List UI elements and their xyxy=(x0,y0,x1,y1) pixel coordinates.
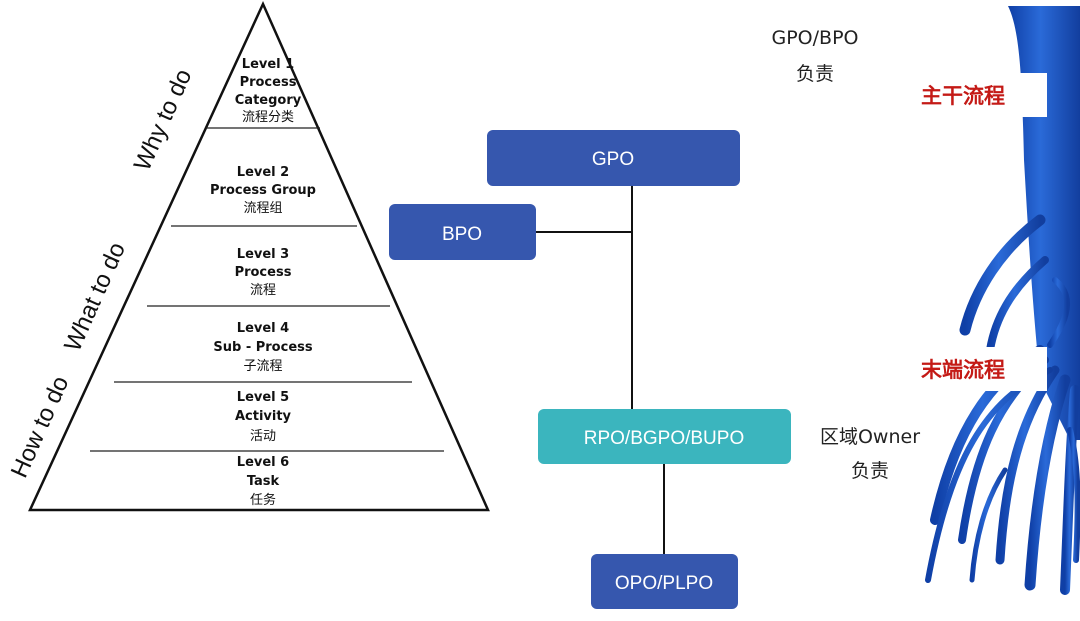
pyramid-level-3: Level 3 Process 流程 xyxy=(235,247,292,298)
pyramid-level-4: Level 4 Sub - Process 子流程 xyxy=(213,321,313,374)
gpo-bpo-note: GPO/BPO xyxy=(772,27,859,49)
level-5-name: Activity xyxy=(235,409,292,424)
process-tree-graphic: 主干流程 末端流程 xyxy=(904,6,1080,595)
pyramid-level-1: Level 1 Process Category 流程分类 xyxy=(235,57,302,125)
process-owner-chart: GPO BPO RPO/BGPO/BUPO OPO/PLPO GPO/BPO 负… xyxy=(389,27,920,609)
pyramid-outline xyxy=(28,0,490,512)
level-6-name: Task xyxy=(247,474,280,489)
level-1-title: Level 1 xyxy=(242,57,294,72)
rpo-label: RPO/BGPO/BUPO xyxy=(584,428,744,449)
level-2-title: Level 2 xyxy=(237,165,289,180)
end-label-box: 末端流程 xyxy=(904,347,1047,391)
level-4-name: Sub - Process xyxy=(213,340,313,355)
opo-box: OPO/PLPO xyxy=(591,554,738,609)
bpo-label: BPO xyxy=(442,224,482,245)
end-process-label: 末端流程 xyxy=(921,358,1005,382)
level-6-title: Level 6 xyxy=(237,455,289,470)
level-3-name: Process xyxy=(235,265,292,280)
level-3-title: Level 3 xyxy=(237,247,289,262)
trunk-process-label: 主干流程 xyxy=(921,84,1005,108)
regional-owner-note: 区域Owner xyxy=(820,426,920,448)
bpo-box: BPO xyxy=(389,204,536,260)
level-1-name: Process xyxy=(240,75,297,90)
level-4-title: Level 4 xyxy=(237,321,289,336)
why-to-do-label: Why to do xyxy=(129,65,198,175)
pyramid-level-2: Level 2 Process Group 流程组 xyxy=(210,165,316,216)
level-5-title: Level 5 xyxy=(237,390,289,405)
level-6-cn: 任务 xyxy=(250,492,276,508)
level-2-name: Process Group xyxy=(210,183,316,198)
regional-owner-responsible: 负责 xyxy=(851,460,889,482)
level-2-cn: 流程组 xyxy=(243,201,282,216)
level-4-cn: 子流程 xyxy=(243,359,282,374)
gpo-bpo-responsible: 负责 xyxy=(796,63,834,85)
rpo-box: RPO/BGPO/BUPO xyxy=(538,409,791,464)
gpo-label: GPO xyxy=(592,149,634,170)
level-5-cn: 活动 xyxy=(250,429,276,444)
level-1-cn: 流程分类 xyxy=(242,110,294,125)
opo-label: OPO/PLPO xyxy=(615,573,713,594)
gpo-box: GPO xyxy=(487,130,740,186)
trunk-label-box: 主干流程 xyxy=(904,73,1047,117)
level-3-cn: 流程 xyxy=(250,283,276,298)
pyramid-level-5: Level 5 Activity 活动 xyxy=(235,390,292,444)
pyramid-level-6: Level 6 Task 任务 xyxy=(237,455,289,508)
level-1-extra: Category xyxy=(235,93,302,108)
